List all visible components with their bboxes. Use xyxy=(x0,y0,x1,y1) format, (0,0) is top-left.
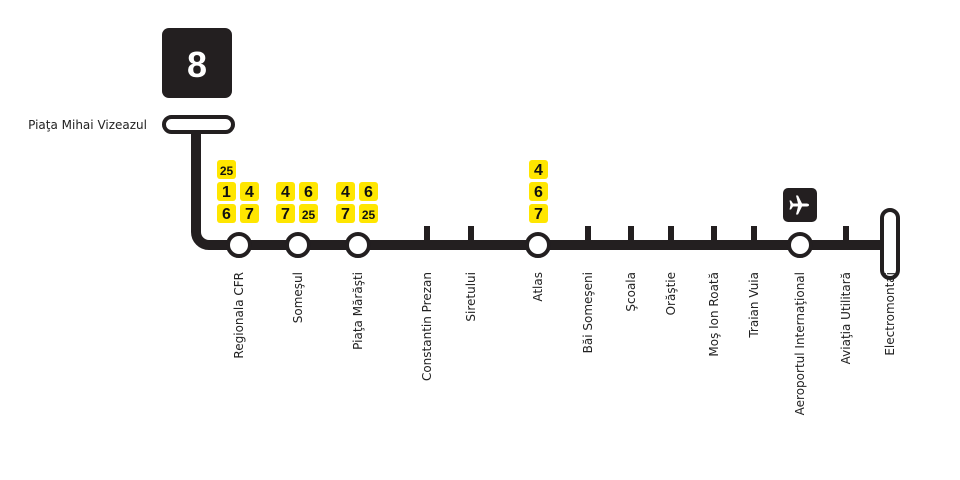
stop-tick[interactable] xyxy=(468,226,474,242)
station[interactable]: Traian Vuia xyxy=(747,226,761,339)
connection-line-number: 7 xyxy=(281,206,290,223)
stop-tick[interactable] xyxy=(751,226,757,242)
station[interactable]: Constantin Prezan xyxy=(420,226,434,381)
connection-line-number: 7 xyxy=(534,206,543,223)
station[interactable]: Şcoala xyxy=(624,226,638,312)
connection-badge-6[interactable]: 6 xyxy=(359,182,378,201)
stop-tick[interactable] xyxy=(711,226,717,242)
connection-line-number: 4 xyxy=(245,184,254,201)
station-label: Electromontaj xyxy=(883,272,897,356)
station[interactable]: Orăştie xyxy=(664,226,678,315)
stop-tick[interactable] xyxy=(585,226,591,242)
connection-badge-7[interactable]: 7 xyxy=(336,204,355,223)
station-label: Şcoala xyxy=(624,272,638,312)
origin-label: Piaţa Mihai Vizeazul xyxy=(28,118,147,132)
station-label: Atlas xyxy=(531,272,545,302)
connection-line-number: 25 xyxy=(362,208,376,222)
interchange-marker[interactable] xyxy=(345,232,371,258)
connection-badge-4[interactable]: 4 xyxy=(276,182,295,201)
connection-line-number: 7 xyxy=(245,206,254,223)
connection-line-number: 6 xyxy=(304,184,313,201)
station-label: Băi Someşeni xyxy=(581,272,595,353)
stop-tick[interactable] xyxy=(843,226,849,242)
station-label: Someşul xyxy=(291,272,305,323)
connection-line-number: 4 xyxy=(281,184,290,201)
connection-badge-4[interactable]: 4 xyxy=(240,182,259,201)
stop-tick[interactable] xyxy=(628,226,634,242)
stop-tick[interactable] xyxy=(424,226,430,242)
connection-badge-7[interactable]: 7 xyxy=(529,204,548,223)
station[interactable]: Electromontaj xyxy=(880,208,900,356)
station-label: Regionala CFR xyxy=(232,272,246,359)
station[interactable]: Moş Ion Roată xyxy=(707,226,721,357)
connection-line-number: 6 xyxy=(364,184,373,201)
station-label: Traian Vuia xyxy=(747,272,761,339)
station-label: Siretului xyxy=(464,272,478,322)
origin-terminus[interactable] xyxy=(162,115,235,134)
station-label: Constantin Prezan xyxy=(420,272,434,381)
connection-line-number: 25 xyxy=(220,164,234,178)
interchange-marker[interactable] xyxy=(525,232,551,258)
connection-line-number: 6 xyxy=(222,206,231,223)
connection-line-number: 4 xyxy=(534,162,543,179)
connection-line-number: 4 xyxy=(341,184,350,201)
route-line xyxy=(191,130,886,250)
stop-tick[interactable] xyxy=(668,226,674,242)
interchange-marker[interactable] xyxy=(226,232,252,258)
connection-badge-7[interactable]: 7 xyxy=(276,204,295,223)
station[interactable]: Siretului xyxy=(464,226,478,322)
connection-badge-25[interactable]: 25 xyxy=(299,204,318,223)
connection-line-number: 1 xyxy=(222,184,231,201)
station-label: Aviaţia Utilitară xyxy=(839,272,853,364)
station[interactable]: Băi Someşeni xyxy=(581,226,595,353)
connection-badge-6[interactable]: 6 xyxy=(529,182,548,201)
connection-badge-25[interactable]: 25 xyxy=(217,160,236,179)
interchange-marker[interactable] xyxy=(285,232,311,258)
connection-line-number: 6 xyxy=(534,184,543,201)
station-label: Orăştie xyxy=(664,272,678,315)
connection-badge-4[interactable]: 4 xyxy=(529,160,548,179)
connection-badge-4[interactable]: 4 xyxy=(336,182,355,201)
connection-badge-7[interactable]: 7 xyxy=(240,204,259,223)
connection-line-number: 7 xyxy=(341,206,350,223)
route-number: 8 xyxy=(187,44,207,85)
terminus-marker[interactable] xyxy=(880,208,900,280)
connection-badge-6[interactable]: 6 xyxy=(217,204,236,223)
route-number-badge: 8 xyxy=(162,28,232,98)
connection-line-number: 25 xyxy=(302,208,316,222)
station-label: Moş Ion Roată xyxy=(707,272,721,357)
airplane-icon xyxy=(783,188,817,222)
station[interactable]: Aviaţia Utilitară xyxy=(839,226,853,364)
station[interactable]: Atlas 4 6 7 xyxy=(525,160,551,302)
station[interactable]: Aeroportul Internaţional xyxy=(783,188,817,415)
station-label: Piaţa Mărăşti xyxy=(351,272,365,350)
connection-badge-6[interactable]: 6 xyxy=(299,182,318,201)
station-label: Aeroportul Internaţional xyxy=(793,272,807,415)
connection-badge-1[interactable]: 1 xyxy=(217,182,236,201)
interchange-marker[interactable] xyxy=(787,232,813,258)
connection-badge-25[interactable]: 25 xyxy=(359,204,378,223)
